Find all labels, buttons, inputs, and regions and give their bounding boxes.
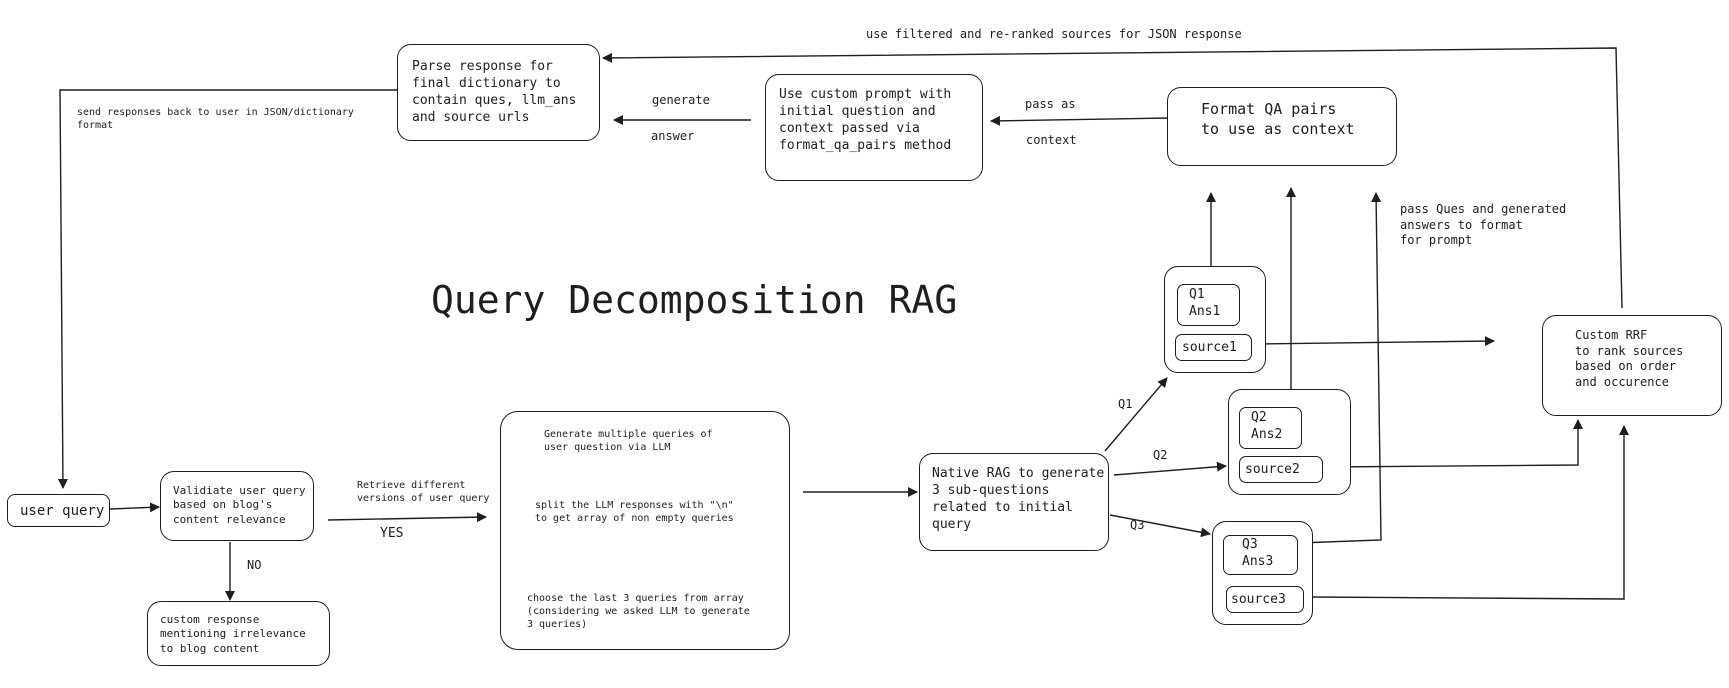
parse-response-text: Parse response for final dictionary to c… — [412, 59, 577, 125]
native-rag-node: Native RAG to generate 3 sub-questions r… — [919, 453, 1109, 551]
q3-answer-text: Q3 Ans3 — [1242, 537, 1274, 569]
source1-text: source1 — [1182, 340, 1237, 355]
multi-query-step3-text: choose the last 3 queries from array (co… — [527, 593, 750, 630]
label-pass-as: pass as — [1025, 97, 1076, 111]
native-rag-text: Native RAG to generate 3 sub-questions r… — [932, 466, 1105, 532]
arrow-source3-to-rrf — [1307, 425, 1629, 600]
q1-group-node: Q1 Ans1 source1 — [1164, 266, 1266, 373]
label-context: context — [1026, 133, 1077, 147]
label-send-responses: send responses back to user in JSON/dict… — [77, 107, 354, 131]
q2-answer-text: Q2 Ans2 — [1251, 410, 1283, 442]
arrow-q3-to-format — [1297, 192, 1382, 544]
source3-text: source3 — [1231, 592, 1286, 607]
custom-rrf-node: Custom RRF to rank sources based on orde… — [1542, 315, 1722, 416]
custom-prompt-node: Use custom prompt with initial question … — [765, 74, 983, 181]
user-query-node: user query — [7, 494, 110, 527]
arrow-validate-to-multiquery — [327, 512, 487, 523]
label-use-filtered: use filtered and re-ranked sources for J… — [866, 27, 1242, 41]
q3-answer-box: Q3 Ans3 — [1223, 535, 1298, 575]
source1-box: source1 — [1175, 334, 1252, 361]
label-retrieve: Retrieve different versions of user quer… — [357, 480, 490, 504]
label-q3: Q3 — [1130, 518, 1145, 532]
arrow-native-rag-to-q2 — [1113, 461, 1227, 476]
source2-text: source2 — [1245, 462, 1300, 477]
diagram-title: Query Decomposition RAG — [431, 278, 958, 322]
parse-response-node: Parse response for final dictionary to c… — [397, 44, 600, 141]
user-query-text: user query — [20, 503, 105, 519]
format-qa-node: Format QA pairs to use as context — [1167, 87, 1397, 166]
q3-group-node: Q3 Ans3 source3 — [1212, 521, 1313, 625]
q1-answer-text: Q1 Ans1 — [1189, 287, 1221, 319]
q1-answer-box: Q1 Ans1 — [1177, 284, 1240, 326]
custom-rrf-text: Custom RRF to rank sources based on orde… — [1575, 328, 1684, 389]
arrow-userquery-to-validate — [109, 502, 160, 513]
custom-response-node: custom response mentioning irrelevance t… — [147, 601, 330, 666]
label-pass-ques: pass Ques and generated answers to forma… — [1400, 202, 1567, 248]
arrow-rrf-to-parse — [602, 47, 1623, 309]
multi-query-step1-text: Generate multiple queries of user questi… — [544, 429, 713, 453]
label-answer: answer — [651, 129, 695, 143]
arrow-native-rag-to-q1 — [1104, 377, 1168, 452]
label-q2: Q2 — [1153, 448, 1168, 462]
arrow-source1-to-rrf — [1255, 336, 1495, 347]
format-qa-text: Format QA pairs to use as context — [1201, 100, 1355, 138]
custom-response-text: custom response mentioning irrelevance t… — [160, 613, 306, 655]
q2-group-node: Q2 Ans2 source2 — [1228, 389, 1351, 495]
arrow-parse-to-userquery — [57, 89, 397, 489]
source3-box: source3 — [1226, 586, 1304, 613]
multi-query-step2-text: split the LLM responses with "\n" to get… — [535, 500, 734, 524]
source2-box: source2 — [1239, 456, 1323, 483]
label-q1: Q1 — [1118, 397, 1133, 411]
multi-query-node: Generate multiple queries of user questi… — [500, 411, 790, 650]
arrow-native-rag-to-q3 — [1109, 514, 1211, 538]
arrow-format-to-prompt — [990, 115, 1169, 126]
label-yes: YES — [380, 526, 404, 541]
validate-query-node: Validiate user query based on blog's con… — [160, 471, 314, 541]
label-no: NO — [247, 558, 262, 572]
custom-prompt-text: Use custom prompt with initial question … — [779, 87, 952, 153]
label-generate: generate — [652, 93, 710, 107]
q2-answer-box: Q2 Ans2 — [1239, 407, 1302, 449]
arrow-source2-to-rrf — [1322, 419, 1583, 468]
validate-query-text: Validiate user query based on blog's con… — [173, 484, 306, 526]
